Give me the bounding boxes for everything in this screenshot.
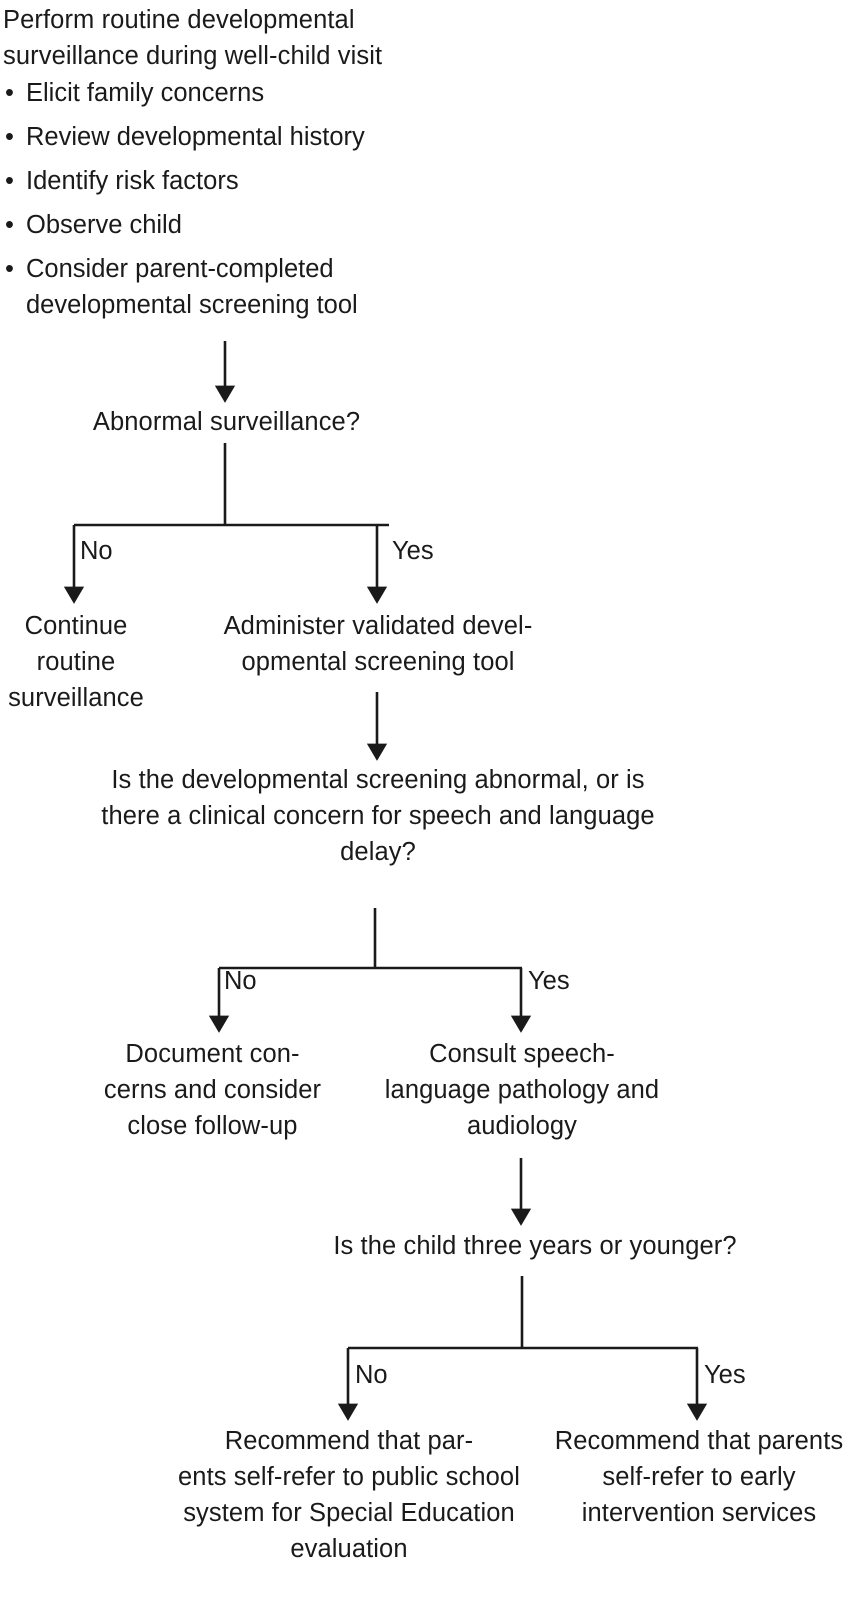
edge-label-no-screening-abnormal: No — [224, 967, 257, 995]
list-item-label: Identify risk factors — [26, 167, 239, 195]
list-item-label: Review developmental history — [26, 123, 365, 151]
list-item-label: Elicit family concerns — [26, 79, 265, 107]
edge-label-yes-three-years: Yes — [704, 1361, 746, 1389]
decision-screening-abnormal: Is the developmental screening abnormal,… — [101, 766, 655, 866]
list-item: • Identify risk factors — [3, 163, 473, 199]
list-item: • Elicit family concerns — [3, 75, 473, 111]
bullet-icon: • — [5, 255, 14, 283]
bullet-icon: • — [5, 167, 14, 195]
outcome-public-school-special-education: Recommend that par- ents self-refer to p… — [178, 1427, 520, 1563]
edge-label-no-abnormal-surveillance: No — [80, 537, 113, 565]
edge-label-yes-abnormal-surveillance: Yes — [392, 537, 434, 565]
outcome-continue-routine-surveillance: Continue routine surveillance — [8, 612, 144, 712]
action-administer-screening-tool: Administer validated devel- opmental scr… — [223, 612, 533, 676]
list-item-label: Consider parent-completed developmental … — [26, 255, 358, 319]
intro-bullet-list: • Elicit family concerns • Review develo… — [3, 75, 473, 323]
bullet-icon: • — [5, 211, 14, 239]
bullet-icon: • — [5, 123, 14, 151]
outcome-document-concerns: Document con- cerns and consider close f… — [103, 1040, 322, 1140]
edge-label-yes-screening-abnormal: Yes — [528, 967, 570, 995]
list-item: • Consider parent-completed developmenta… — [3, 251, 473, 323]
edge-label-no-three-years: No — [355, 1361, 388, 1389]
action-consult-speech-language-pathology: Consult speech- language pathology and a… — [384, 1040, 660, 1140]
list-item: • Review developmental history — [3, 119, 473, 155]
decision-child-three-years-or-younger: Is the child three years or younger? — [333, 1232, 737, 1260]
intro-paragraph: Perform routine developmental surveillan… — [3, 6, 383, 70]
list-item: • Observe child — [3, 207, 473, 243]
outcome-early-intervention-services: Recommend that parents self-refer to ear… — [554, 1427, 844, 1527]
bullet-icon: • — [5, 79, 14, 107]
decision-abnormal-surveillance: Abnormal surveillance? — [92, 408, 361, 436]
list-item-label: Observe child — [26, 211, 182, 239]
